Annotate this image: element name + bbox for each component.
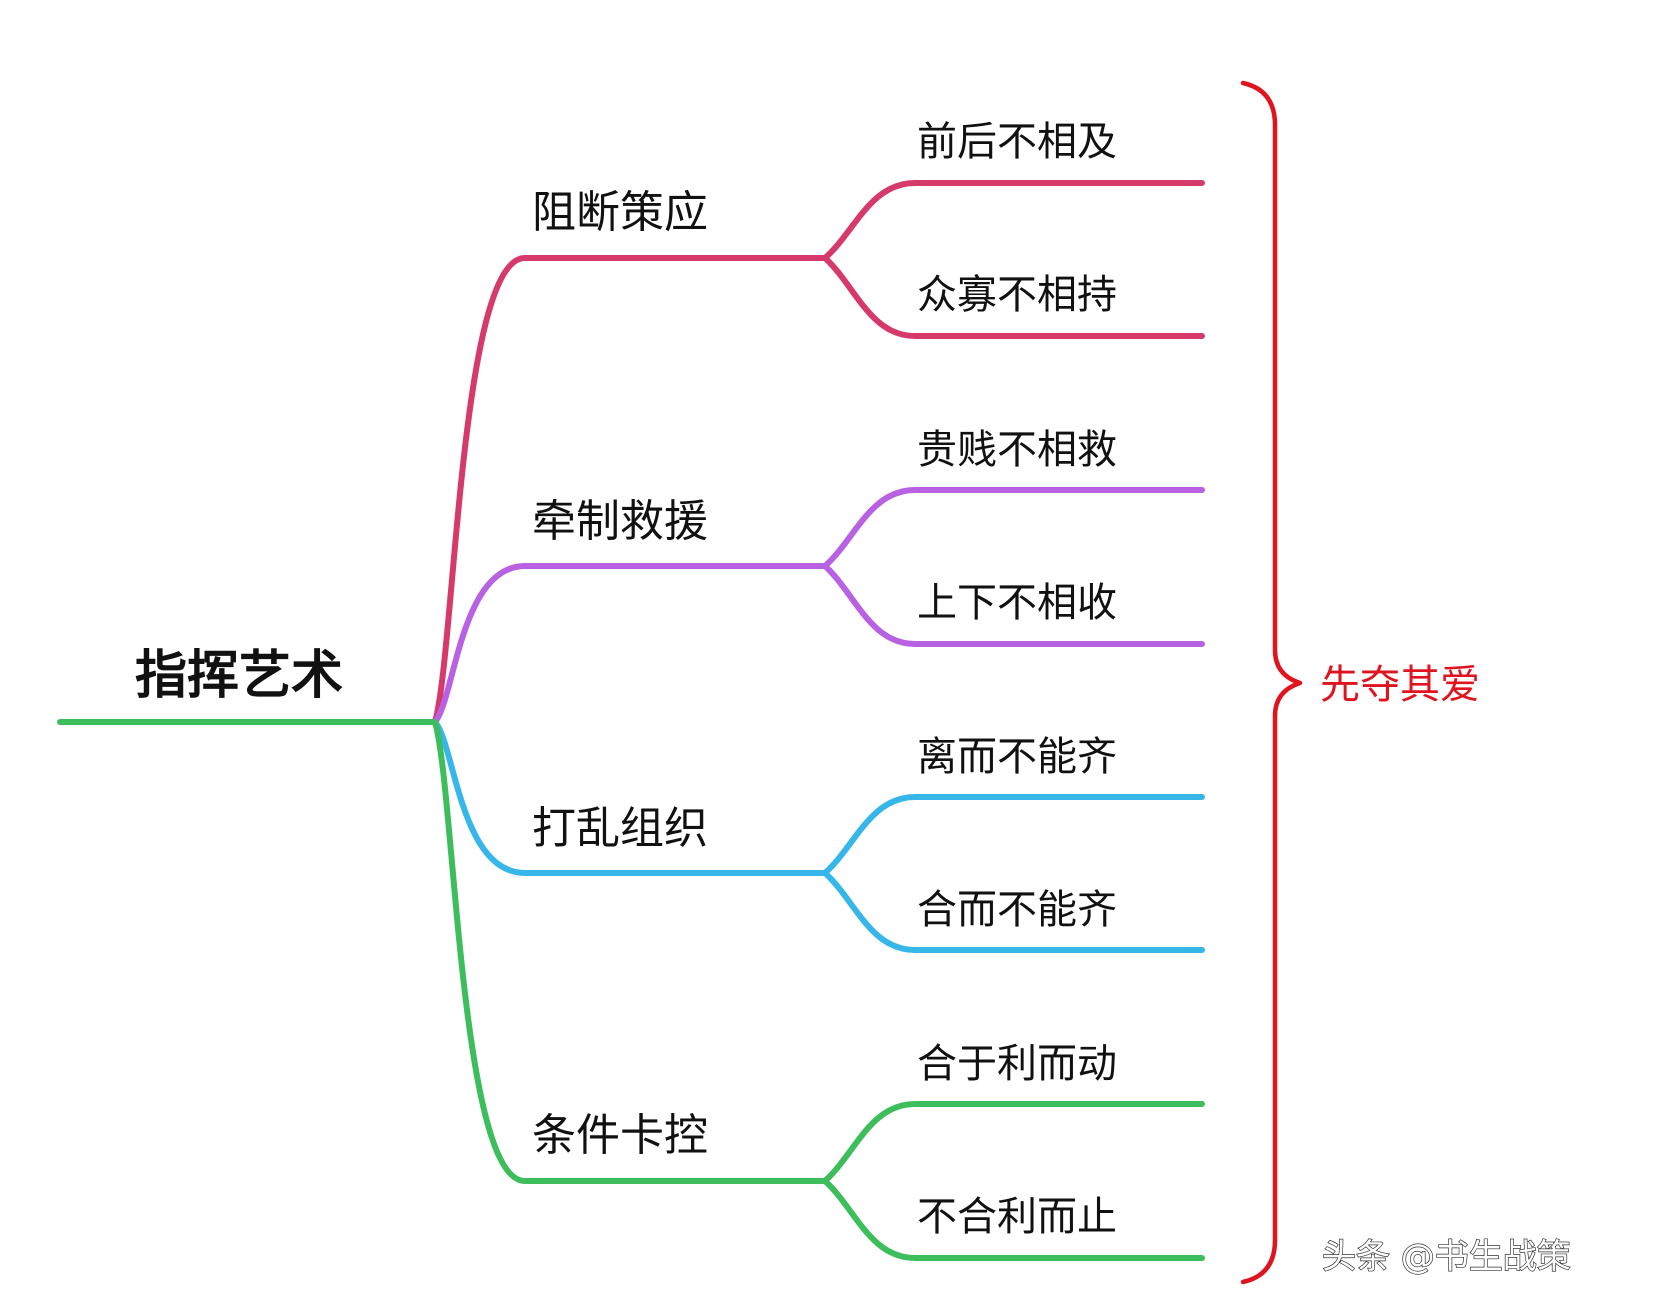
branch-label-1: 阻断策应 — [532, 187, 708, 238]
leaf-label-3-1: 离而不能齐 — [917, 734, 1117, 780]
branch-label-4: 条件卡控 — [532, 1110, 708, 1161]
leaf-line-4-2 — [822, 1178, 1205, 1261]
branch-line-1 — [432, 255, 828, 725]
leaf-line-4-1 — [822, 1101, 1205, 1184]
root-node-label: 指挥艺术 — [135, 646, 343, 706]
branch-label-2: 牵制救援 — [532, 496, 708, 547]
leaf-label-1-2: 众寡不相持 — [917, 272, 1117, 318]
leaf-label-4-1: 合于利而动 — [917, 1041, 1117, 1087]
branch-line-3 — [432, 719, 828, 876]
leaf-label-1-1: 前后不相及 — [917, 119, 1117, 165]
connector-lines — [57, 180, 1205, 1261]
leaf-line-2-1 — [822, 487, 1205, 569]
leaf-line-2-2 — [822, 563, 1205, 647]
leaf-label-2-1: 贵贱不相救 — [917, 427, 1117, 473]
leaf-label-2-2: 上下不相收 — [917, 580, 1117, 626]
branch-line-2 — [432, 563, 828, 725]
branch-line-4 — [432, 719, 828, 1184]
summary-label: 先夺其爱 — [1320, 662, 1480, 708]
leaf-label-4-2: 不合利而止 — [917, 1194, 1117, 1240]
leaf-line-1-2 — [822, 255, 1205, 339]
watermark: 头条 @书生战策 — [1322, 1237, 1571, 1277]
summary-brace — [1240, 80, 1303, 1285]
leaf-line-3-1 — [822, 794, 1205, 876]
leaf-label-3-2: 合而不能齐 — [917, 887, 1117, 933]
leaf-line-3-2 — [822, 870, 1205, 953]
branch-label-3: 打乱组织 — [532, 803, 708, 854]
leaf-line-1-1 — [822, 180, 1205, 261]
